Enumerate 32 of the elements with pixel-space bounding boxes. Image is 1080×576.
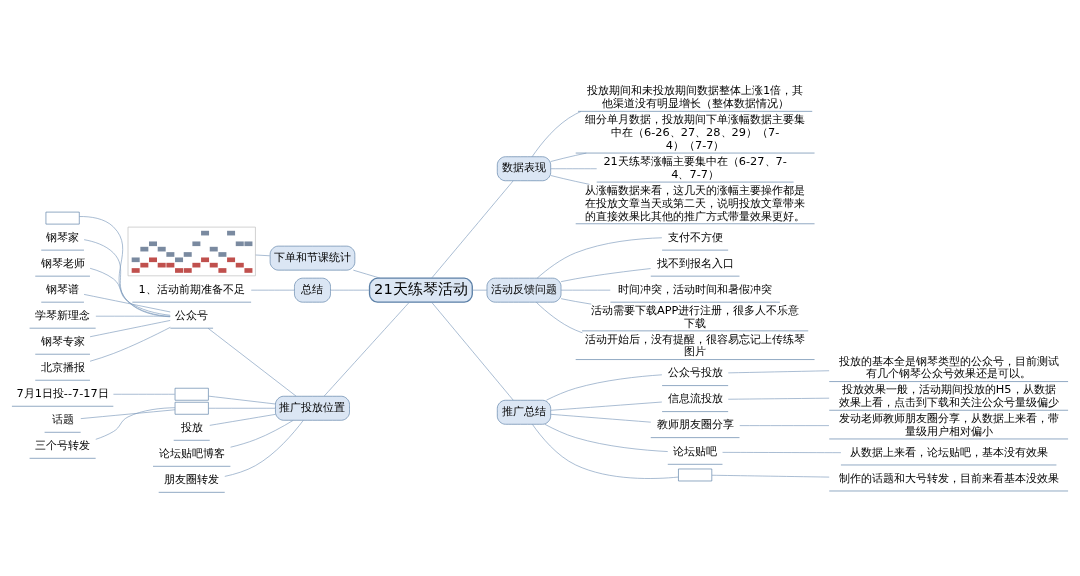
node-text: 制作的话题和大号转发，目前来看基本没效果 — [838, 470, 1059, 485]
node-text: 发动老师教师朋友圈分享，从数据上来看，带量级用户相对偏小 — [838, 410, 1059, 438]
node-text: 投放期间和未投放期间数据整体上涨1倍，其他渠道没有明显增长（整体数据情况） — [587, 82, 804, 110]
node-text: 公众号 — [175, 307, 209, 322]
node-text: 从涨幅数据来看，这几天的涨幅主要操作都是在投放文章当天或第二天，说明投放文章带来的直接效果比其他的推广方式带量效果更好。 — [585, 182, 806, 223]
node-text: 活动需要下载APP进行注册，很多人不乐意下载 — [590, 302, 800, 330]
node-text: 信息流投放 — [667, 390, 723, 405]
node-text: 1、活动前期准备不足 — [138, 281, 245, 296]
node-text: 钢琴老师 — [40, 255, 85, 270]
node-text: 钢琴谱 — [46, 281, 80, 296]
node-text: 学琴新理念 — [35, 307, 91, 322]
node-text: 教师朋友圈分享 — [656, 416, 734, 431]
node-text: 论坛贴吧 — [673, 443, 718, 458]
node-text: 投放 — [180, 419, 203, 434]
node-text: 投放效果一般，活动期间投放的H5，从数据效果上看，点击到下载和关注公众号量级偏少 — [838, 381, 1059, 409]
node-text: 公众号投放 — [667, 364, 723, 379]
node-text: 钢琴专家 — [40, 333, 85, 348]
node-text: 7月1日投--7-17日 — [16, 385, 109, 400]
node-text: 三个号转发 — [35, 437, 91, 452]
node-text: 话题 — [51, 411, 74, 426]
node-text: 投放的基本全是钢琴类型的公众号，目前测试有几个钢琴公众号效果还是可以。 — [838, 353, 1059, 380]
node-text: 朋友圈转发 — [164, 471, 220, 486]
node-text: 从数据上来看，论坛贴吧，基本没有效果 — [849, 444, 1048, 459]
node-text: 细分单月数据，投放期间下单涨幅数据主要集中在（6-26、27、28、29）（7-4）（7-7） — [585, 111, 806, 152]
node-text: 支付不方便 — [667, 229, 723, 244]
node-text: 论坛贴吧博客 — [158, 445, 225, 460]
node-text: 钢琴家 — [46, 229, 80, 244]
node-text: 找不到报名入口 — [656, 255, 734, 270]
node-text: 21天练琴涨幅主要集中在（6-27、7-4、7-7） — [603, 153, 787, 181]
node-text: 时间冲突，活动时间和暑假冲突 — [618, 281, 773, 296]
node-text: 活动开始后，没有提醒，很容易忘记上传练琴图片 — [585, 331, 806, 358]
node-text: 北京播报 — [40, 359, 85, 374]
